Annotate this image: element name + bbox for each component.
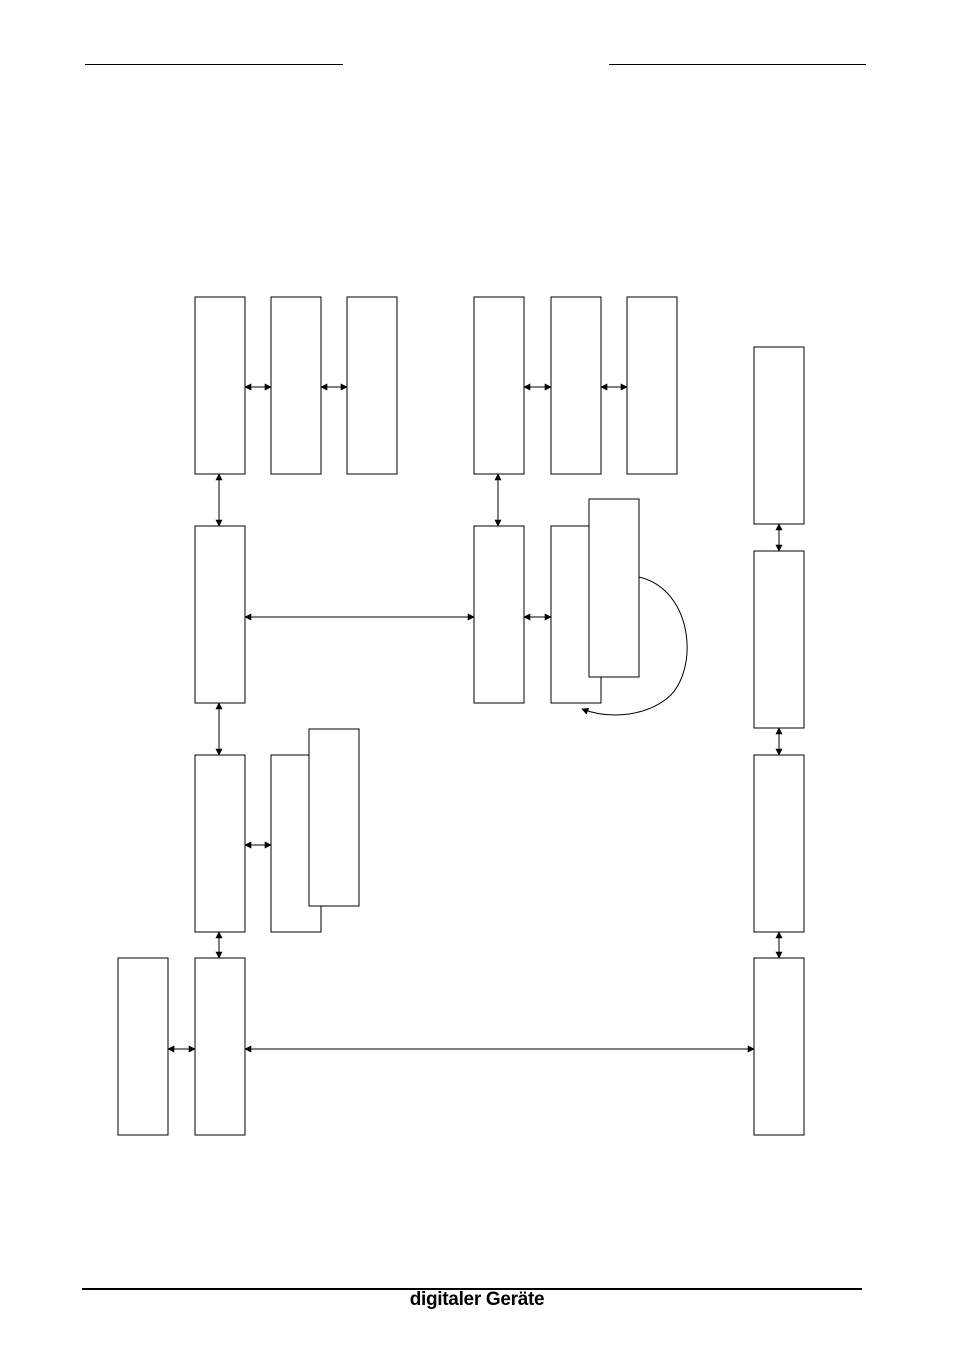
- block-r1-c5: [550, 296, 602, 475]
- block-r2-c5-front: [588, 498, 640, 678]
- block-r3-c2-front: [308, 728, 360, 907]
- block-r1-c3: [346, 296, 398, 475]
- block-r1-c4: [473, 296, 525, 475]
- header-rule-left: [85, 64, 343, 65]
- loop-arrow: [581, 576, 688, 716]
- block-right-4: [753, 957, 805, 1136]
- block-right-1: [753, 346, 805, 525]
- block-r1-c6: [626, 296, 678, 475]
- block-r4-c1: [194, 957, 246, 1136]
- block-r2-c1: [194, 525, 246, 704]
- block-right-2: [753, 550, 805, 729]
- block-right-3: [753, 754, 805, 933]
- block-r2-c4: [473, 525, 525, 704]
- block-r1-c2: [270, 296, 322, 475]
- header-rule-right: [609, 64, 866, 65]
- block-r3-c1: [194, 754, 246, 933]
- block-r4-c0: [117, 957, 169, 1136]
- footer-text: digitaler Geräte: [409, 1289, 545, 1310]
- block-r1-c1: [194, 296, 246, 475]
